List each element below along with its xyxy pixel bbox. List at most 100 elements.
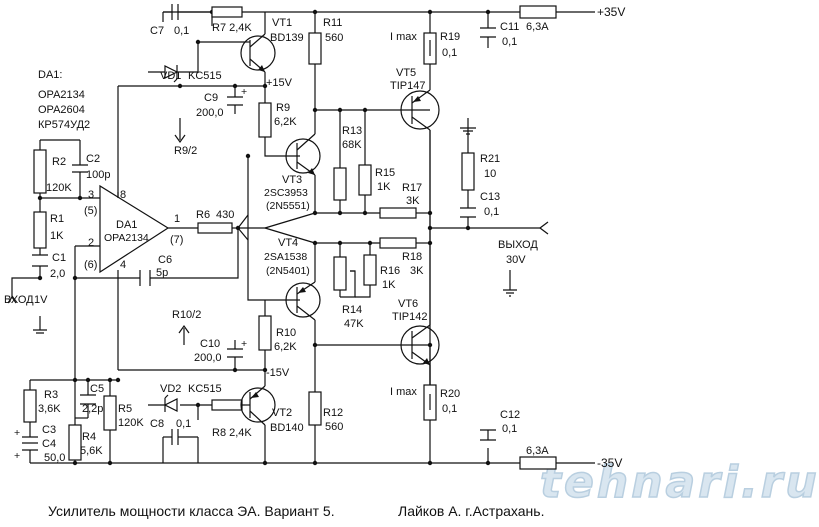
fuse-positive — [519, 5, 557, 19]
r11-body — [308, 32, 322, 65]
pin-7: (7) — [170, 234, 183, 246]
input-label: ВХОД — [4, 294, 34, 306]
r13-value: 68K — [342, 139, 362, 151]
c12-name: C12 — [500, 409, 520, 421]
r20-imax: I max — [390, 386, 417, 398]
vt3-name: VT3 — [282, 174, 302, 186]
c8-value: 0,1 — [176, 418, 191, 430]
opamp-name: DA1 — [116, 219, 137, 231]
r11-value: 560 — [325, 32, 343, 44]
vt6-name: VT6 — [398, 298, 418, 310]
r2-name: R2 — [52, 156, 66, 168]
output-level: 30V — [506, 254, 526, 266]
c11-name: C11 — [500, 21, 519, 33]
r10-half-label: R10/2 — [172, 309, 201, 321]
c10-plus: + — [241, 338, 247, 350]
c9-value: 200,0 — [196, 107, 224, 119]
c5-name: C5 — [90, 383, 104, 395]
vt4-name: VT4 — [278, 237, 298, 249]
c5-symbol — [80, 394, 96, 405]
vt4-type: 2SA1538 — [264, 251, 307, 263]
r10-body — [258, 315, 272, 351]
c5-value: 2,2p — [82, 403, 103, 415]
r11-name: R11 — [323, 17, 342, 29]
ic-variant-1: OPA2134 — [38, 89, 85, 101]
r12-body — [308, 391, 322, 426]
vd1-symbol — [164, 65, 179, 83]
r16-body — [363, 254, 377, 286]
vt5-symbol — [400, 89, 440, 131]
c10-value: 200,0 — [194, 352, 222, 364]
r7-body — [211, 6, 243, 18]
c1-name: C1 — [52, 252, 66, 264]
r16-name: R16 — [380, 265, 400, 277]
ic-variant-3: КР574УД2 — [38, 119, 90, 131]
c3-c4-symbol — [22, 436, 38, 451]
c13-symbol — [460, 207, 476, 218]
r1-value: 1K — [50, 230, 64, 242]
r2-value: 120K — [46, 182, 72, 194]
rail-neg-label: -35V — [597, 456, 622, 470]
c4-name: C4 — [42, 438, 56, 450]
c1-value: 2,0 — [50, 268, 65, 280]
r3-name: R3 — [44, 389, 58, 401]
r10-value: 6,2K — [274, 341, 297, 353]
fuse-negative — [519, 456, 557, 470]
watermark: tehnari.ru — [540, 457, 819, 508]
pin-5: (5) — [84, 205, 97, 217]
pin-1: 1 — [174, 213, 180, 225]
vd1-name: VD1 — [160, 70, 181, 82]
c4-value: 50,0 — [44, 452, 65, 464]
vt5-name: VT5 — [396, 67, 416, 79]
c13-value: 0,1 — [484, 206, 499, 218]
output-label: ВЫХОД — [498, 239, 538, 251]
r14-body — [333, 256, 347, 291]
r14-value: 47K — [344, 318, 364, 330]
vt2-name: VT2 — [272, 407, 292, 419]
vt5-type: TIP147 — [390, 80, 425, 92]
r18-value: 3K — [410, 265, 424, 277]
schematic-author: Лайков А. г.Астрахань. — [398, 503, 545, 519]
r19-imax: I max — [390, 31, 417, 43]
r9-half-label: R9/2 — [174, 145, 197, 157]
r20-value: 0,1 — [442, 403, 457, 415]
c8-symbol — [171, 429, 179, 445]
c9-name: C9 — [204, 92, 218, 104]
r17-value: 3K — [406, 195, 420, 207]
r9-name: R9 — [276, 102, 290, 114]
vt4-symbol — [285, 281, 321, 321]
ground-symbols — [7, 118, 517, 345]
r6-value: 430 — [216, 209, 234, 221]
c2-symbol — [72, 164, 88, 173]
c11-value: 0,1 — [502, 36, 517, 48]
r20-name: R20 — [440, 388, 460, 400]
r9-value: 6,2K — [274, 116, 297, 128]
resistor-bodies — [23, 6, 475, 461]
c6-symbol — [139, 270, 151, 286]
fuses — [519, 5, 557, 470]
r15-body — [358, 164, 372, 196]
rail-pos-label: +35V — [597, 5, 625, 19]
c11-symbol — [480, 27, 496, 38]
r17-body — [379, 207, 417, 219]
vd1-type: KC515 — [188, 70, 222, 82]
r21-name: R21 — [480, 153, 500, 165]
junctions — [37, 9, 491, 466]
vt1-name: VT1 — [272, 17, 292, 29]
vt6-type: TIP142 — [392, 311, 427, 323]
capacitors — [22, 4, 496, 451]
vt4-alt: (2N5401) — [266, 265, 310, 277]
r5-body — [103, 395, 117, 431]
vt1-symbol — [240, 33, 276, 73]
vd2-symbol — [163, 394, 178, 412]
vd2-type: KC515 — [188, 383, 222, 395]
schematic-title: Усилитель мощности класса ЭА. Вариант 5. — [48, 503, 335, 519]
r21-value: 10 — [484, 168, 496, 180]
pin-2: 2 — [88, 237, 94, 249]
r4-body — [68, 424, 82, 461]
fuse-pos-label: 6,3A — [526, 21, 549, 33]
c2-value: 100p — [86, 169, 110, 181]
vt2-type: BD140 — [270, 422, 304, 434]
r6-body — [197, 222, 233, 234]
